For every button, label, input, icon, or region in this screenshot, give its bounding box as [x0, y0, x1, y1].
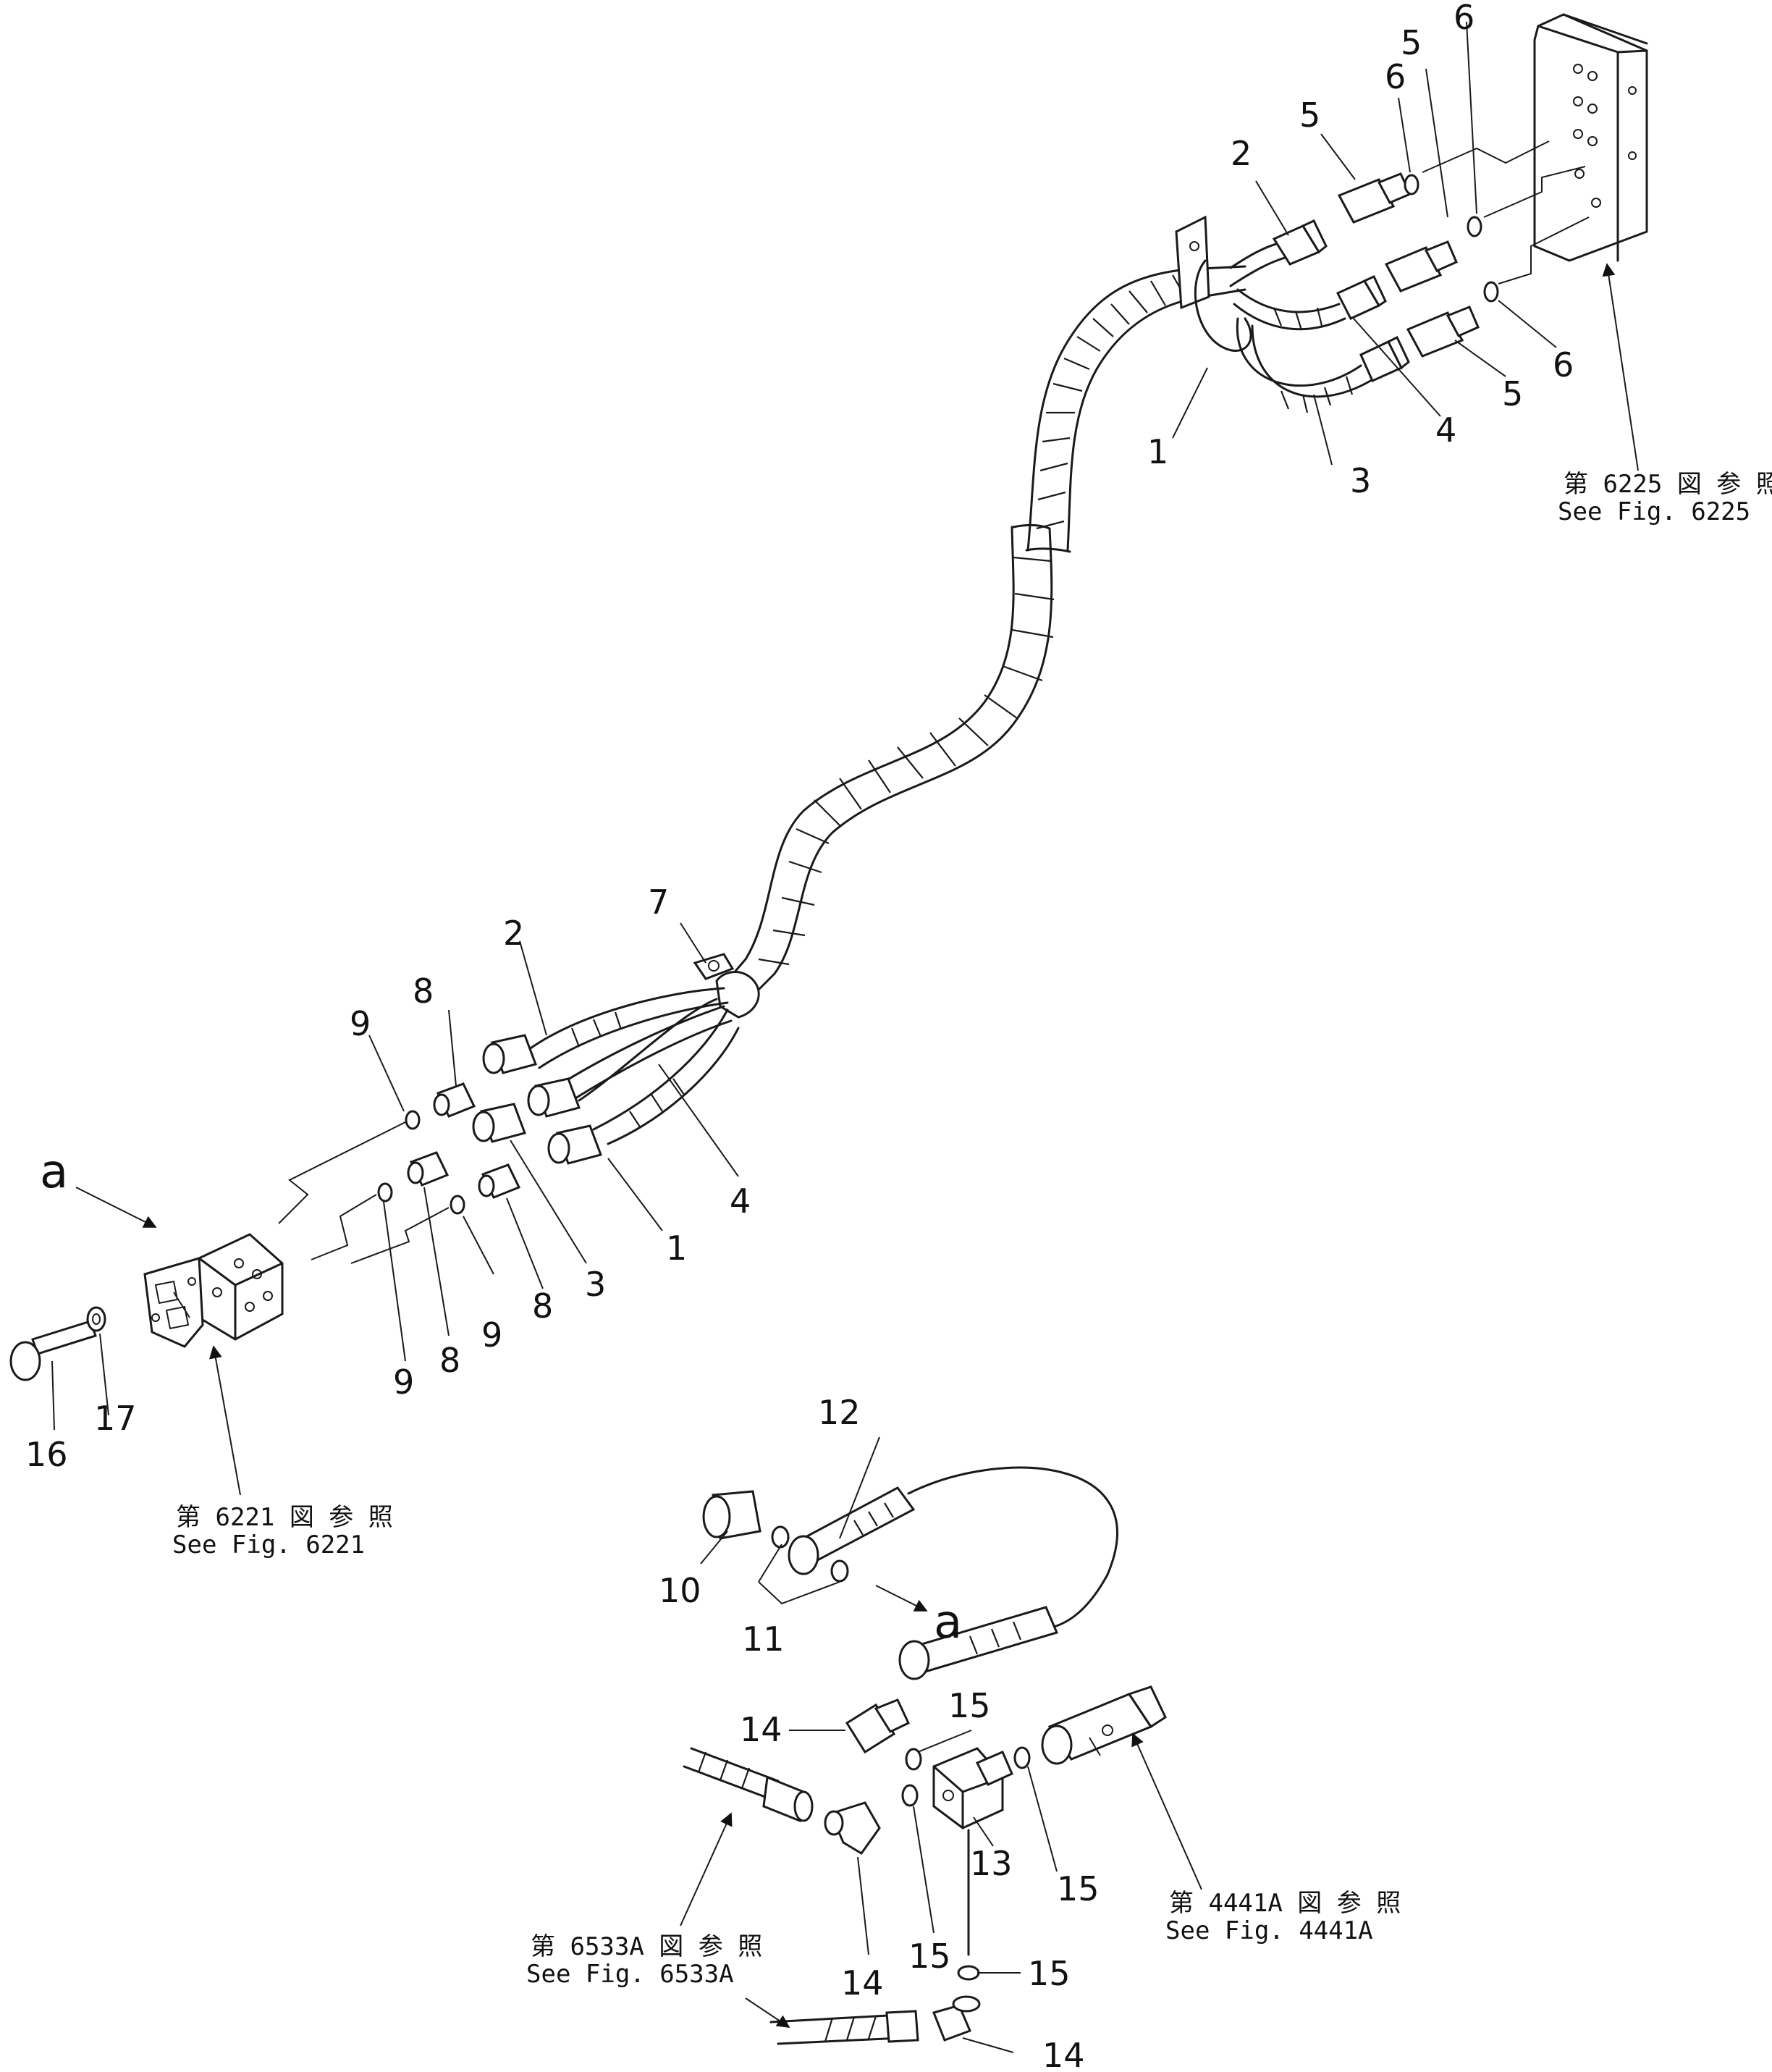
- washer-17: [86, 1306, 106, 1332]
- hose-bundle-upper: [1026, 265, 1246, 552]
- guide-lines-block-a: [278, 1121, 450, 1264]
- callout-8: 8: [532, 1286, 553, 1326]
- hose-bundle-lower: [722, 526, 1055, 997]
- elbow-14-upper: [845, 1698, 910, 1754]
- hose-branches-upper: [1175, 215, 1373, 413]
- hose-end-fitting-2: [1272, 219, 1328, 266]
- elbow-14-middle: [824, 1801, 881, 1855]
- callout-14: 14: [841, 1963, 884, 2002]
- fitting-10: [702, 1490, 761, 1540]
- reference-arrows: [75, 263, 1639, 2028]
- o-ring-15-2: [1013, 1746, 1031, 1769]
- callout-7: 7: [648, 883, 669, 922]
- callout-4: 4: [730, 1182, 751, 1221]
- callout-8: 8: [413, 972, 434, 1011]
- hose-end-fitting-3: [1359, 335, 1410, 382]
- leader-lines: [51, 21, 1557, 2053]
- o-ring-15-3: [901, 1784, 919, 1807]
- callout-1: 1: [1147, 432, 1168, 471]
- quick-coupler: [1041, 1685, 1167, 1765]
- figure-references: 第 6225 図 参 照 See Fig. 6225 第 6221 図 参 照 …: [172, 470, 1772, 1989]
- o-ring-6-upper-2: [1467, 216, 1482, 237]
- o-ring-9-2: [377, 1182, 393, 1203]
- guide-line-mid: [1483, 166, 1586, 218]
- ref-6221-jp: 第 6221 図 参 照: [176, 1503, 393, 1532]
- ref-6533a-jp: 第 6533A 図 参 照: [531, 1932, 762, 1961]
- hose-end-fittings-lower: [472, 1034, 602, 1165]
- callout-10: 10: [659, 1571, 701, 1610]
- callout-5: 5: [1502, 374, 1523, 413]
- callout-5: 5: [1299, 96, 1320, 135]
- ref-4441a-jp: 第 4441A 図 参 照: [1169, 1889, 1401, 1918]
- callout-1: 1: [666, 1229, 687, 1268]
- view-label-a: a: [934, 1596, 962, 1649]
- callout-15: 15: [1057, 1869, 1100, 1908]
- bolt-16: [9, 1320, 97, 1381]
- ref-6533a-en: See Fig. 6533A: [526, 1960, 734, 1989]
- callout-14: 14: [740, 1710, 782, 1749]
- callout-2: 2: [503, 914, 524, 953]
- callout-3: 3: [1350, 461, 1371, 500]
- view-label-a: a: [40, 1145, 68, 1199]
- ref-6225-jp: 第 6225 図 参 照: [1564, 470, 1772, 499]
- ref-6225-en: See Fig. 6225: [1558, 497, 1750, 526]
- callout-3: 3: [585, 1265, 606, 1304]
- o-ring-15-4: [957, 1965, 980, 1981]
- adapter-8-3: [478, 1163, 521, 1199]
- o-ring-11-1: [771, 1525, 790, 1549]
- hose-branches-lower: [527, 987, 740, 1145]
- callout-16: 16: [25, 1435, 68, 1474]
- callout-13: 13: [970, 1844, 1013, 1883]
- callout-9: 9: [350, 1004, 371, 1043]
- callout-2: 2: [1231, 134, 1252, 173]
- clamp-part-7: [693, 953, 760, 1019]
- o-ring-11-2: [830, 1559, 849, 1583]
- callout-15: 15: [1028, 1954, 1071, 1993]
- guide-line-top: [1422, 140, 1550, 173]
- callout-14: 14: [1042, 2036, 1085, 2072]
- o-ring-15-1: [905, 1748, 922, 1771]
- adapter-5-upper-2: [1384, 240, 1458, 292]
- block-13: [932, 1747, 1013, 1829]
- hose-break-lines: [1012, 523, 1071, 553]
- hose-end-fitting-4: [1336, 275, 1387, 320]
- washer-17-hole: [92, 1313, 101, 1325]
- callout-9: 9: [393, 1363, 414, 1402]
- ref-6221-en: See Fig. 6221: [172, 1530, 365, 1559]
- o-ring-9-1: [405, 1110, 421, 1130]
- ref-4441a-en: See Fig. 4441A: [1165, 1916, 1373, 1945]
- callout-8: 8: [439, 1341, 460, 1380]
- o-ring-6-upper-1: [1404, 174, 1419, 195]
- callout-11: 11: [742, 1620, 785, 1659]
- callout-4: 4: [1435, 410, 1456, 450]
- callout-5: 5: [1401, 23, 1422, 62]
- callout-6: 6: [1385, 57, 1406, 96]
- callout-15: 15: [908, 1937, 951, 1976]
- elbow-14-bottom: [932, 1995, 981, 2042]
- adapter-8-2: [407, 1151, 450, 1187]
- callout-9: 9: [481, 1315, 502, 1355]
- callout-15: 15: [948, 1686, 991, 1725]
- part-callouts: 1 2 3 4 5 5 5 6 6 6 7 2 8 9 4 1 3 8 9 8 …: [25, 0, 1574, 2072]
- callout-17: 17: [94, 1399, 137, 1438]
- manifold-block-a: [143, 1233, 284, 1348]
- adapter-8-1: [433, 1082, 476, 1118]
- hose-12: [788, 1466, 1118, 1680]
- adapter-5-upper-1: [1337, 172, 1412, 224]
- adapter-5-upper-3: [1406, 306, 1480, 358]
- pipe-6533a-upper: [683, 1747, 814, 1823]
- o-ring-9-3: [450, 1195, 465, 1215]
- valve-block: [1533, 13, 1648, 262]
- guide-line-low: [1498, 216, 1590, 285]
- callout-12: 12: [818, 1393, 861, 1432]
- callout-6: 6: [1553, 345, 1574, 384]
- pipe-6533a-lower: [769, 2010, 919, 2045]
- o-ring-6-upper-3: [1483, 281, 1499, 303]
- callout-6: 6: [1454, 0, 1474, 37]
